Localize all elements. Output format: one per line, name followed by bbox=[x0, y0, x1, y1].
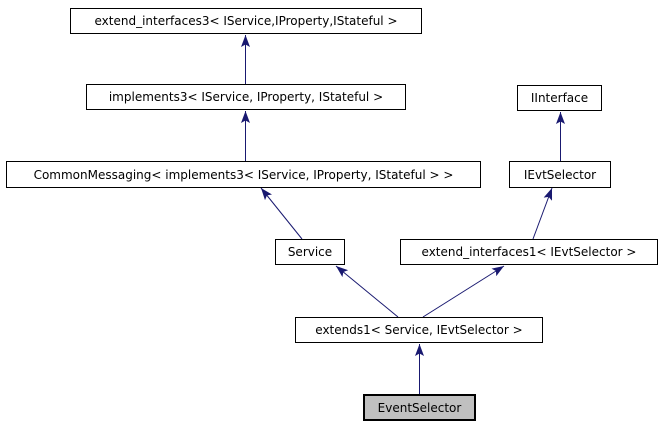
node-extend-interfaces1[interactable]: extend_interfaces1< IEvtSelector > bbox=[400, 239, 658, 265]
node-service[interactable]: Service bbox=[275, 239, 345, 265]
arrow-extends1-to-extend-interfaces1 bbox=[422, 265, 505, 318]
node-extends1[interactable]: extends1< Service, IEvtSelector > bbox=[295, 317, 543, 343]
arrow-extend-interfaces1-to-ievtselector bbox=[532, 187, 553, 240]
node-implements3[interactable]: implements3< IService, IProperty, IState… bbox=[86, 84, 406, 110]
node-ievtselector[interactable]: IEvtSelector bbox=[509, 161, 611, 188]
node-extend-interfaces3[interactable]: extend_interfaces3< IService,IProperty,I… bbox=[70, 8, 422, 34]
arrow-service-to-commonmessaging bbox=[260, 187, 303, 240]
arrow-extends1-to-service bbox=[335, 265, 399, 318]
node-commonmessaging[interactable]: CommonMessaging< implements3< IService, … bbox=[6, 161, 481, 188]
node-iinterface[interactable]: IInterface bbox=[517, 85, 602, 111]
node-eventselector-current: EventSelector bbox=[363, 394, 476, 421]
